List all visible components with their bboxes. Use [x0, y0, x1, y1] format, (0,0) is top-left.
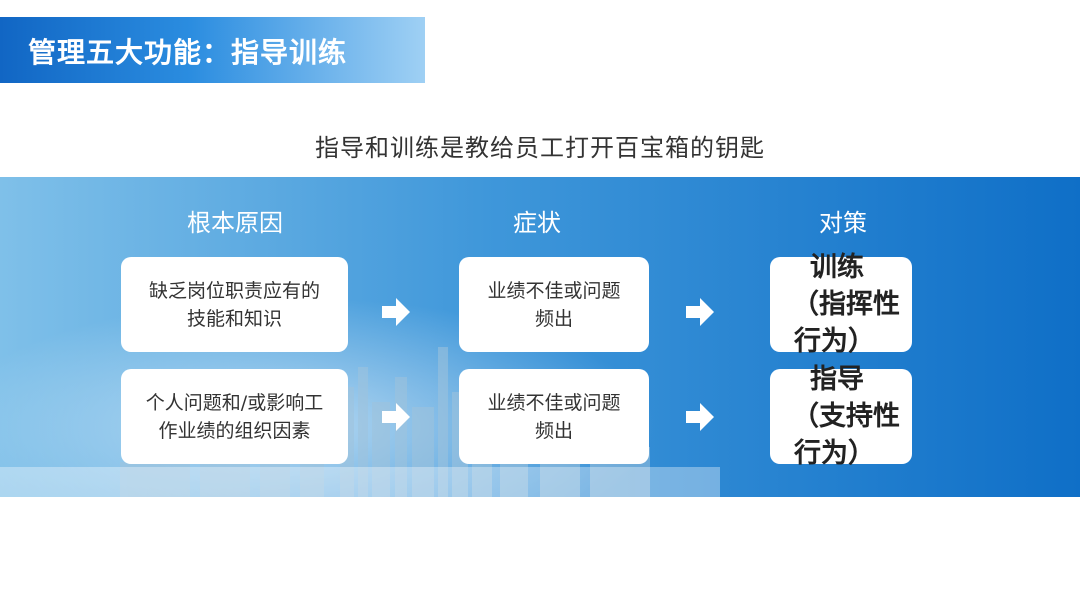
action-card-2: 指导 （支持性 行为）: [770, 369, 912, 464]
action-2-line-3: 行为）: [794, 435, 912, 472]
symptom-card-2: 业绩不佳或问题 频出: [459, 369, 649, 464]
cause-1-line-1: 缺乏岗位职责应有的: [149, 280, 320, 302]
right-arrow-icon: [684, 296, 716, 328]
symptom-1-line-1: 业绩不佳或问题: [487, 280, 620, 302]
symptom-card-1: 业绩不佳或问题 频出: [459, 257, 649, 352]
action-2-line-1: 指导: [770, 361, 912, 398]
column-header-cause: 根本原因: [135, 203, 335, 238]
action-1-line-2: （指挥性: [792, 286, 912, 323]
symptom-1-line-2: 频出: [535, 308, 573, 330]
action-card-1: 训练 （指挥性 行为）: [770, 257, 912, 352]
cause-2-line-1: 个人问题和/或影响工: [146, 392, 323, 414]
title-bar: 管理五大功能：指导训练: [0, 17, 425, 83]
cause-card-1: 缺乏岗位职责应有的 技能和知识: [121, 257, 348, 352]
cause-2-line-2: 作业绩的组织因素: [158, 420, 310, 442]
subtitle: 指导和训练是教给员工打开百宝箱的钥匙: [0, 128, 1080, 163]
right-arrow-icon: [380, 296, 412, 328]
action-1-line-1: 训练: [770, 249, 912, 286]
symptom-2-line-2: 频出: [535, 420, 573, 442]
column-header-action: 对策: [743, 203, 943, 238]
action-2-line-2: （支持性: [792, 398, 912, 435]
column-header-symptom: 症状: [437, 203, 637, 238]
page-title: 管理五大功能：指导训练: [28, 31, 347, 71]
right-arrow-icon: [380, 401, 412, 433]
right-arrow-icon: [684, 401, 716, 433]
action-1-line-3: 行为）: [794, 323, 912, 360]
cause-card-2: 个人问题和/或影响工 作业绩的组织因素: [121, 369, 348, 464]
cause-1-line-2: 技能和知识: [187, 308, 282, 330]
symptom-2-line-1: 业绩不佳或问题: [487, 392, 620, 414]
